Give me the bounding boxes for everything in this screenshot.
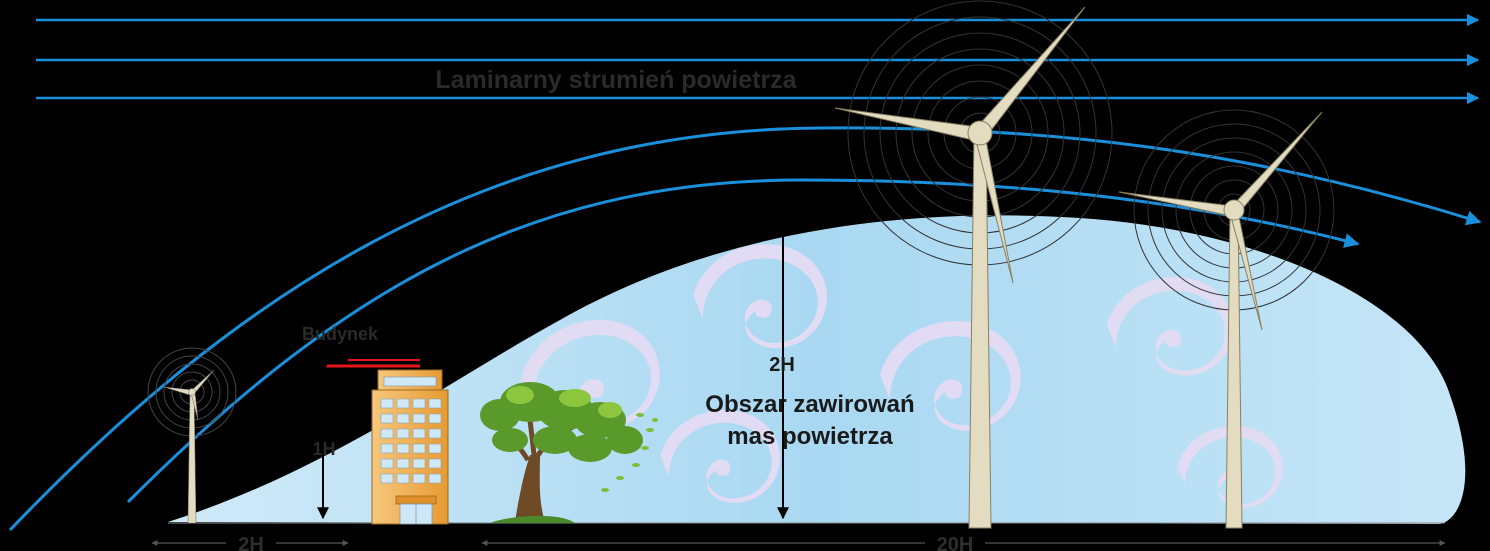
- turbulence-zone: [168, 215, 1466, 524]
- distance-2h-dimension: [151, 533, 349, 551]
- turbulence-label-line1: Obszar zawirowań: [705, 391, 914, 418]
- height-1h-label: 1H: [312, 439, 335, 459]
- turbulence-label-line2: mas powietrza: [727, 423, 893, 450]
- tree-icon: [480, 382, 658, 523]
- laminar-flow-label: Laminarny strumień powietrza: [435, 66, 797, 94]
- office-building-icon: [323, 359, 449, 525]
- building-label: Budynek: [302, 324, 379, 344]
- medium-wind-turbine-icon: [1118, 109, 1335, 529]
- height-2h-label: 2H: [769, 354, 795, 376]
- distance-20h-dimension: [481, 533, 1446, 551]
- distance-20h-label: 20H: [937, 534, 974, 551]
- distance-2h-label: 2H: [238, 534, 264, 551]
- large-wind-turbine-icon: [834, 0, 1113, 529]
- laminar-flow-lines: [36, 13, 1480, 105]
- curved-airflow: [8, 126, 1482, 532]
- small-wind-turbine-icon: [147, 347, 237, 524]
